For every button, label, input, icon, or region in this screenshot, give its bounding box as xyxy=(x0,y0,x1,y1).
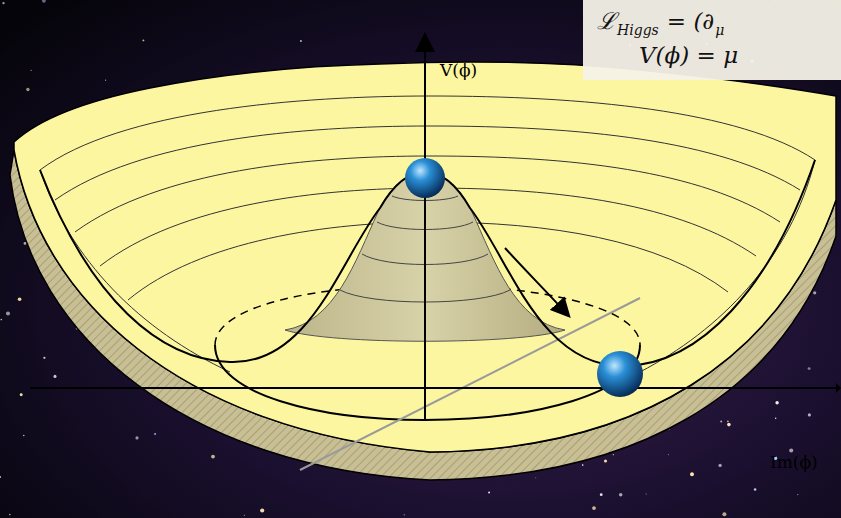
star xyxy=(211,455,215,459)
formula-panel: ℒHiggs = (∂μV(ϕ) = μ xyxy=(583,0,841,80)
star xyxy=(142,39,144,41)
star xyxy=(720,420,722,422)
star xyxy=(789,448,793,452)
star xyxy=(797,494,798,495)
star xyxy=(20,393,23,396)
star xyxy=(535,477,536,478)
star xyxy=(592,506,596,510)
star xyxy=(0,476,1,478)
lagrangian-symbol: ℒ xyxy=(597,8,616,34)
axis-label: V(ϕ) xyxy=(440,60,477,80)
potential-line: V(ϕ) = μ xyxy=(639,42,738,68)
subscript: μ xyxy=(715,22,724,38)
star xyxy=(813,291,816,294)
star xyxy=(42,0,46,3)
star xyxy=(668,454,669,455)
star xyxy=(6,311,10,315)
star xyxy=(404,514,405,515)
formula-text: = (∂ xyxy=(667,8,714,34)
star xyxy=(727,421,729,423)
star xyxy=(154,433,156,435)
star xyxy=(808,413,811,416)
star xyxy=(53,375,56,378)
star xyxy=(9,514,11,516)
formula-text: V(ϕ) = μ xyxy=(639,42,738,68)
star xyxy=(582,464,584,466)
star xyxy=(488,492,490,494)
star xyxy=(775,401,778,404)
star xyxy=(722,512,726,516)
star xyxy=(646,493,647,494)
star xyxy=(619,493,623,497)
star xyxy=(718,464,721,467)
star xyxy=(23,435,24,436)
star xyxy=(604,459,607,462)
star xyxy=(135,436,138,439)
star xyxy=(0,319,2,321)
star xyxy=(43,357,45,359)
star xyxy=(105,80,106,81)
subscript: Higgs xyxy=(617,22,659,38)
star xyxy=(2,2,4,4)
lagrangian-line: ℒHiggs = (∂μ xyxy=(597,4,724,36)
star xyxy=(727,423,731,427)
star xyxy=(613,454,614,455)
star xyxy=(600,493,603,496)
star xyxy=(260,508,264,512)
star xyxy=(690,472,694,476)
star xyxy=(754,488,756,490)
star xyxy=(26,88,29,91)
star xyxy=(808,367,811,370)
star xyxy=(18,297,22,301)
star xyxy=(300,40,302,42)
star xyxy=(244,515,245,516)
star xyxy=(775,418,776,419)
axis-label: Im(ϕ) xyxy=(770,452,818,472)
star xyxy=(30,70,31,71)
